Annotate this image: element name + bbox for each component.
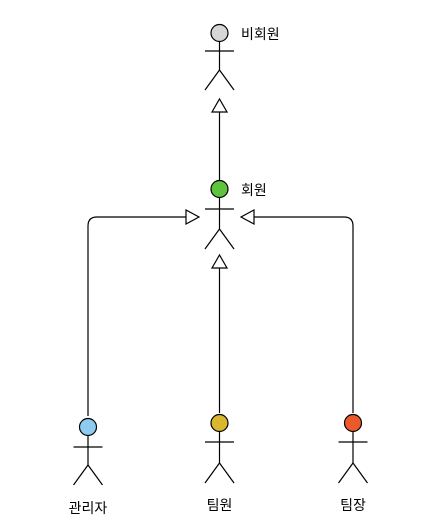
generalization-leader-to-member	[239, 208, 354, 413]
actor-leader[interactable]: 팀장	[338, 413, 368, 515]
actor-teammember[interactable]: 팀원	[204, 413, 235, 515]
generalization-member-to-guest	[210, 97, 229, 180]
actor-leader-label: 팀장	[340, 498, 366, 514]
actor-guest-head	[210, 23, 229, 43]
actor-guest-label: 비회원	[241, 27, 280, 43]
actor-member-head	[210, 179, 229, 199]
actor-leader-head	[343, 413, 363, 433]
actor-teammember-head	[210, 413, 229, 433]
generalization-admin-to-member	[87, 208, 201, 416]
actor-member[interactable]: 회원	[204, 179, 267, 250]
actor-teammember-label: 팀원	[207, 498, 233, 514]
actor-admin[interactable]: 관리자	[69, 417, 108, 518]
generalization-teammember-to-member	[210, 253, 229, 413]
actor-member-label: 회원	[241, 183, 267, 199]
actor-admin-label: 관리자	[69, 501, 108, 517]
actor-guest[interactable]: 비회원	[204, 23, 280, 91]
actor-admin-head	[78, 417, 98, 437]
